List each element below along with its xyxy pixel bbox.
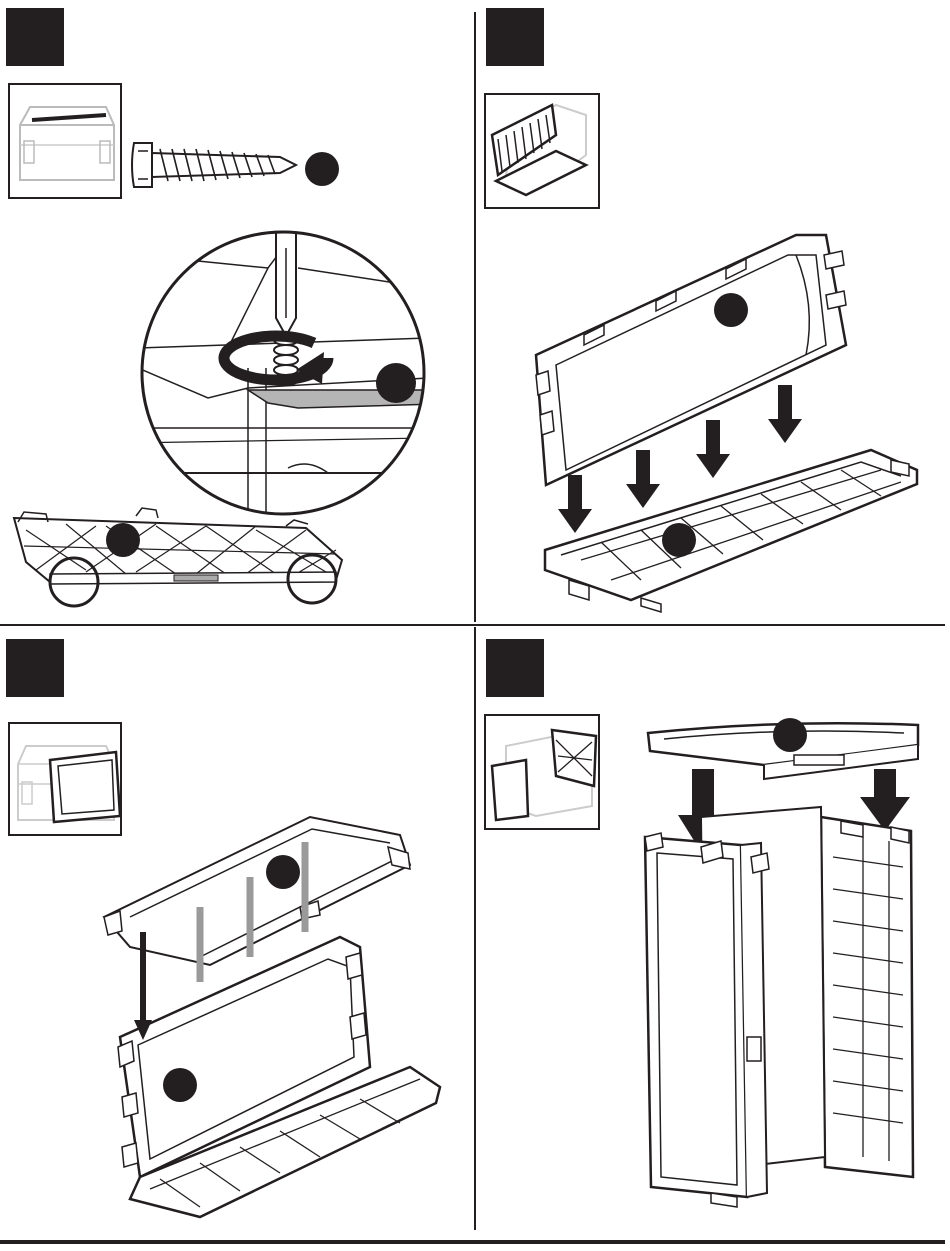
step-number-box	[486, 8, 544, 66]
down-arrow-icon	[134, 932, 154, 1042]
panel-4	[476, 627, 950, 1239]
storage-box-thumbnail-icon	[10, 85, 124, 201]
storage-box-thumbnail-icon	[486, 95, 602, 211]
screw-icon	[130, 135, 300, 195]
panel-1	[0, 0, 474, 622]
thumbnail-box	[484, 93, 600, 209]
part-marker-icon	[303, 150, 341, 188]
storage-box-thumbnail-icon	[486, 716, 602, 832]
base-panel-drawing	[6, 500, 346, 610]
bottom-rule	[0, 1240, 945, 1244]
step-number-box	[6, 639, 64, 697]
zoom-circle-icon	[128, 228, 438, 518]
base-panel-drawing	[541, 420, 921, 615]
box-assembly-drawing	[641, 797, 921, 1207]
panel-2	[476, 0, 950, 622]
thumbnail-box	[8, 83, 122, 199]
back-panel-drawing	[110, 927, 450, 1227]
step-number-box	[6, 8, 64, 66]
thumbnail-box	[484, 714, 600, 830]
step-number-box	[486, 639, 544, 697]
panel-3	[0, 627, 474, 1239]
horizontal-divider	[0, 624, 945, 626]
